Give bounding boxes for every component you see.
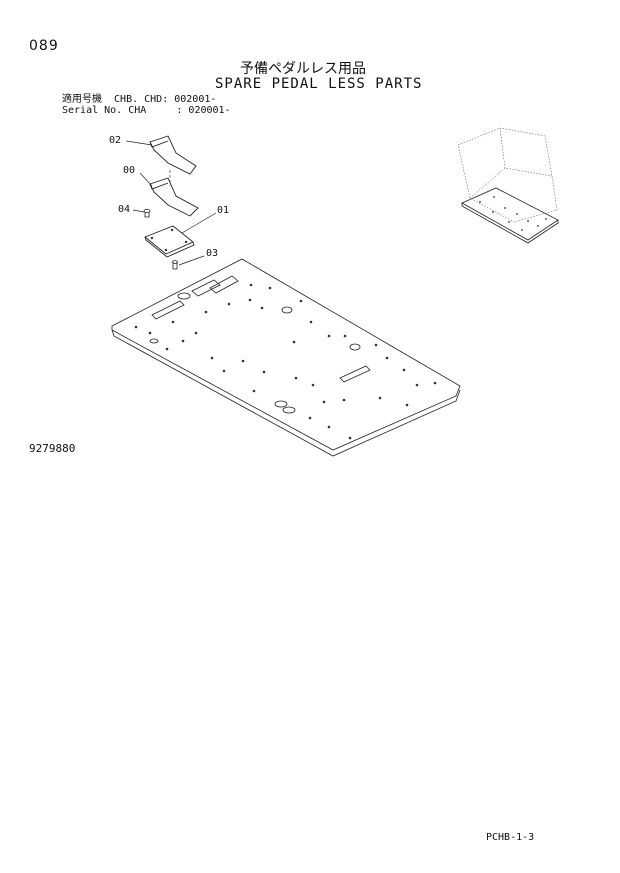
page-code: PCHB-1-3 — [486, 832, 535, 843]
part-04-bolt — [143, 208, 151, 218]
serial-line-1: 適用号機 CHB. CHD: 002001- — [62, 94, 217, 105]
machine-thumbnail-dots — [479, 196, 547, 231]
page-number: 089 — [29, 38, 59, 54]
callout-00: 00 — [123, 165, 136, 176]
floor-plate-holes — [134, 283, 437, 440]
callout-02: 02 — [109, 135, 122, 146]
part-02-pedal-rubber — [149, 135, 197, 175]
title-english: SPARE PEDAL LESS PARTS — [215, 76, 423, 92]
machine-thumbnail — [457, 127, 558, 223]
callout-04: 04 — [118, 204, 131, 215]
callout-01: 01 — [217, 205, 230, 216]
serial-applicability: 適用号機 CHB. CHD: 002001- Serial No. CHA : … — [62, 94, 231, 116]
part-01-plate-holes — [150, 228, 188, 252]
serial-line-2: Serial No. CHA : 020001- — [62, 105, 231, 116]
machine-thumbnail-floor — [461, 187, 559, 244]
part-01-plate — [144, 225, 195, 258]
callout-leaders — [125, 140, 217, 266]
floor-plate — [111, 258, 461, 457]
part-03-bolt — [172, 260, 178, 270]
callout-03: 03 — [206, 248, 219, 259]
part-00-pedal-cover — [149, 177, 199, 217]
title-japanese: 予備ペダルレス用品 — [240, 61, 366, 77]
drawing-number: 9279880 — [29, 442, 76, 455]
